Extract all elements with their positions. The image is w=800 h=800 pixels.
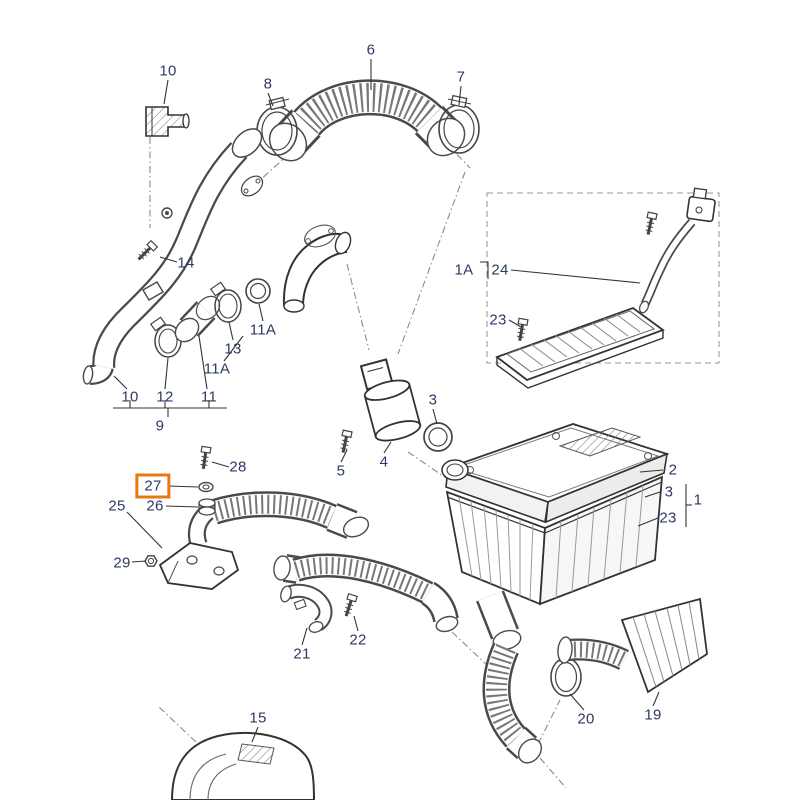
- part-label-20[interactable]: 20: [577, 710, 595, 728]
- part-label-11[interactable]: 11: [200, 388, 218, 406]
- air-cleaner-cover-2: [441, 423, 670, 524]
- intake-pipe-9: [82, 128, 264, 385]
- part-label-13[interactable]: 13: [224, 340, 242, 358]
- part-label-22[interactable]: 22: [349, 631, 367, 649]
- part-label-5[interactable]: 5: [336, 462, 346, 480]
- part-label-6[interactable]: 6: [366, 41, 376, 59]
- breather-pipe-24: [638, 219, 696, 314]
- part-label-9[interactable]: 9: [155, 417, 165, 435]
- sleeve-11: [174, 295, 221, 343]
- clamp-7: [438, 94, 480, 154]
- part-label-15[interactable]: 15: [249, 709, 267, 727]
- screw-14: [133, 239, 159, 265]
- part-label-3-left[interactable]: 3: [428, 391, 438, 409]
- corrugated-hose-6: [268, 79, 466, 162]
- part-label-29[interactable]: 29: [113, 554, 131, 572]
- part-label-21[interactable]: 21: [293, 645, 311, 663]
- oring-3: [423, 422, 453, 452]
- part-label-19[interactable]: 19: [644, 706, 662, 724]
- map-sensor-24: [686, 187, 716, 223]
- leader-lines: [113, 59, 692, 743]
- intake-elbow-part: [282, 224, 352, 313]
- nut-29: [144, 555, 158, 567]
- part-label-1[interactable]: 1: [693, 491, 703, 509]
- outlet-hose: [482, 642, 543, 764]
- part-label-28[interactable]: 28: [229, 458, 247, 476]
- part-label-12[interactable]: 12: [156, 388, 174, 406]
- part-label-10-top[interactable]: 10: [159, 62, 177, 80]
- construction-lines: [149, 137, 720, 789]
- part-label-11a-upper[interactable]: 11A: [249, 321, 277, 339]
- part-label-1a[interactable]: 1A: [454, 261, 474, 279]
- part-label-7[interactable]: 7: [456, 68, 466, 86]
- part-label-23-upper[interactable]: 23: [489, 311, 507, 329]
- part-label-10-bottom[interactable]: 10: [121, 388, 139, 406]
- part-label-14[interactable]: 14: [177, 254, 195, 272]
- engine-cover-15: [170, 732, 316, 800]
- hose-21: [280, 583, 333, 633]
- part-label-25[interactable]: 25: [108, 497, 126, 515]
- clamp-13: [209, 281, 242, 323]
- mid-hose-lower: [273, 553, 459, 633]
- screw-filter: [513, 316, 530, 343]
- part-label-24[interactable]: 24: [491, 261, 509, 279]
- part-label-3-right[interactable]: 3: [664, 483, 674, 501]
- part-label-4[interactable]: 4: [379, 453, 389, 471]
- oring-11a: [245, 278, 271, 304]
- bracket-25: [158, 542, 240, 590]
- part-label-8[interactable]: 8: [263, 75, 273, 93]
- part-label-11a-lower[interactable]: 11A: [203, 360, 231, 378]
- mid-hose-upper: [187, 491, 370, 549]
- screw-5: [337, 428, 354, 456]
- grommet-26: [198, 498, 216, 516]
- filter-element-23: [495, 306, 665, 389]
- screw-22: [340, 592, 359, 619]
- maf-sensor-4: [359, 358, 422, 442]
- part-label-27[interactable]: 27: [135, 473, 171, 499]
- part-label-2[interactable]: 2: [668, 461, 678, 479]
- washer-27: [198, 481, 214, 493]
- fitting-10: [145, 106, 190, 137]
- part-label-23-right[interactable]: 23: [659, 509, 677, 527]
- air-cleaner-housing-1: [445, 475, 664, 651]
- screw-28: [197, 444, 213, 471]
- screw-sensor: [642, 210, 659, 238]
- part-label-26[interactable]: 26: [146, 497, 164, 515]
- air-duct-19: [557, 597, 708, 694]
